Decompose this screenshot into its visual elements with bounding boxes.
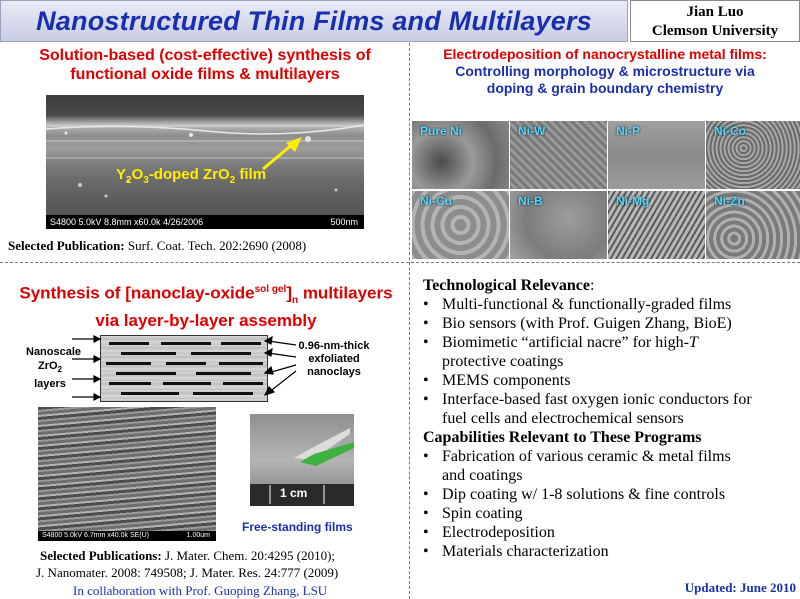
br-content: Technological Relevance: •Multi-function… bbox=[423, 276, 795, 561]
sem2-caption-bar: S4800 5.0kV 6.7mm x40.0k SE(U) 1.00um bbox=[38, 531, 216, 541]
scale-bar-label: 1 cm bbox=[280, 486, 308, 500]
tr-heading-line3: doping & grain boundary chemistry bbox=[486, 80, 724, 96]
bl-heading: Synthesis of [nanoclay-oxidesol gel]n mu… bbox=[4, 280, 408, 331]
bl-heading-line1: Synthesis of [nanoclay-oxidesol gel]n mu… bbox=[19, 283, 393, 307]
author-box: Jian Luo Clemson University bbox=[630, 0, 800, 42]
sample-image-ni-p: Ni-P bbox=[608, 121, 705, 189]
tl-pub-label: Selected Publication: bbox=[8, 238, 125, 253]
sample-image-ni-co: Ni-Co bbox=[706, 121, 800, 189]
multilayer-diagram bbox=[100, 335, 268, 402]
zro2-film-sem-image: S4800 5.0kV 8.8mm x60.0k 4/26/2006 500nm bbox=[46, 95, 364, 229]
left-arrows-icon bbox=[72, 335, 102, 401]
multilayer-sem-image: S4800 5.0kV 6.7mm x40.0k SE(U) 1.00um bbox=[38, 407, 216, 541]
sem-texture bbox=[46, 124, 364, 198]
updated-date: Updated: June 2010 bbox=[684, 580, 796, 595]
free-standing-label: Free-standing films bbox=[242, 520, 353, 534]
tl-heading-line2: functional oxide films & multilayers bbox=[70, 66, 340, 83]
horizontal-divider bbox=[0, 262, 800, 263]
tech-relevance-heading: Technological Relevance: bbox=[423, 277, 595, 294]
nanoclay-label: 0.96-nm-thick exfoliated nanoclays bbox=[298, 340, 370, 378]
cap-item: •Spin coating bbox=[423, 505, 523, 522]
sample-image-ni-zn: Ni-Zn bbox=[706, 191, 800, 259]
bl-heading-line2: via layer-by-layer assembly bbox=[95, 311, 317, 331]
tweezer-icon bbox=[250, 428, 354, 506]
tech-item-cont: fuel cells and electrochemical sensors bbox=[442, 410, 684, 427]
tl-publication: Selected Publication: Surf. Coat. Tech. … bbox=[8, 238, 306, 254]
tech-item: •Bio sensors (with Prof. Guigen Zhang, B… bbox=[423, 315, 732, 332]
cap-item: •Electrodeposition bbox=[423, 524, 555, 541]
page-title: Nanostructured Thin Films and Multilayer… bbox=[36, 5, 592, 36]
title-banner: Nanostructured Thin Films and Multilayer… bbox=[0, 0, 628, 42]
vertical-divider bbox=[409, 43, 410, 599]
tl-heading-line1: Solution-based (cost-effective) synthesi… bbox=[39, 47, 371, 64]
bl-publications: Selected Publications: J. Mater. Chem. 2… bbox=[36, 548, 339, 580]
tr-heading-line2: Controlling morphology & microstructure … bbox=[455, 63, 755, 79]
author-name: Jian Luo bbox=[686, 4, 744, 20]
tl-pub-text: Surf. Coat. Tech. 202:2690 (2008) bbox=[124, 238, 307, 253]
arrow-icon bbox=[262, 137, 302, 171]
tr-heading-line1: Electrodeposition of nanocrystalline met… bbox=[443, 46, 767, 62]
sem-scale-text: 500nm bbox=[330, 217, 358, 227]
cap-item-cont: and coatings bbox=[442, 467, 523, 484]
sample-image-ni-cu: Ni-Cu bbox=[412, 191, 509, 259]
tr-heading: Electrodeposition of nanocrystalline met… bbox=[410, 46, 800, 97]
collaboration-note: In collaboration with Prof. Guoping Zhan… bbox=[73, 583, 328, 598]
cap-item: •Materials characterization bbox=[423, 543, 609, 560]
free-standing-film-photo: 1 cm bbox=[250, 414, 354, 506]
sample-image-pure-ni: Pure Ni bbox=[412, 121, 509, 189]
tech-item-cont: protective coatings bbox=[442, 353, 564, 370]
tech-item: •Biomimetic “artificial nacre” for high-… bbox=[423, 334, 698, 351]
capabilities-heading: Capabilities Relevant to These Programs bbox=[423, 429, 702, 446]
tech-item: •Interface-based fast oxygen ionic condu… bbox=[423, 391, 752, 408]
sample-image-ni-w: Ni-W bbox=[510, 121, 607, 189]
right-arrows-icon bbox=[263, 335, 297, 397]
tl-heading: Solution-based (cost-effective) synthesi… bbox=[8, 46, 402, 84]
tech-item: •Multi-functional & functionally-graded … bbox=[423, 296, 732, 313]
zro2-layer-label: Nanoscale ZrO2 layers bbox=[26, 346, 82, 391]
tech-item: •MEMS components bbox=[423, 372, 571, 389]
sem-caption-bar: S4800 5.0kV 8.8mm x60.0k 4/26/2006 500nm bbox=[46, 215, 364, 229]
zro2-film-label: Y2O3-doped ZrO2 film bbox=[116, 166, 267, 186]
sample-image-ni-mg: Ni-Mg bbox=[608, 191, 705, 259]
author-affiliation: Clemson University bbox=[651, 23, 779, 39]
sem-caption-text: S4800 5.0kV 8.8mm x60.0k 4/26/2006 bbox=[50, 217, 204, 227]
cap-item: •Dip coating w/ 1-8 solutions & fine con… bbox=[423, 486, 726, 503]
cap-item: •Fabrication of various ceramic & metal … bbox=[423, 448, 731, 465]
sample-image-ni-b: Ni-B bbox=[510, 191, 607, 259]
